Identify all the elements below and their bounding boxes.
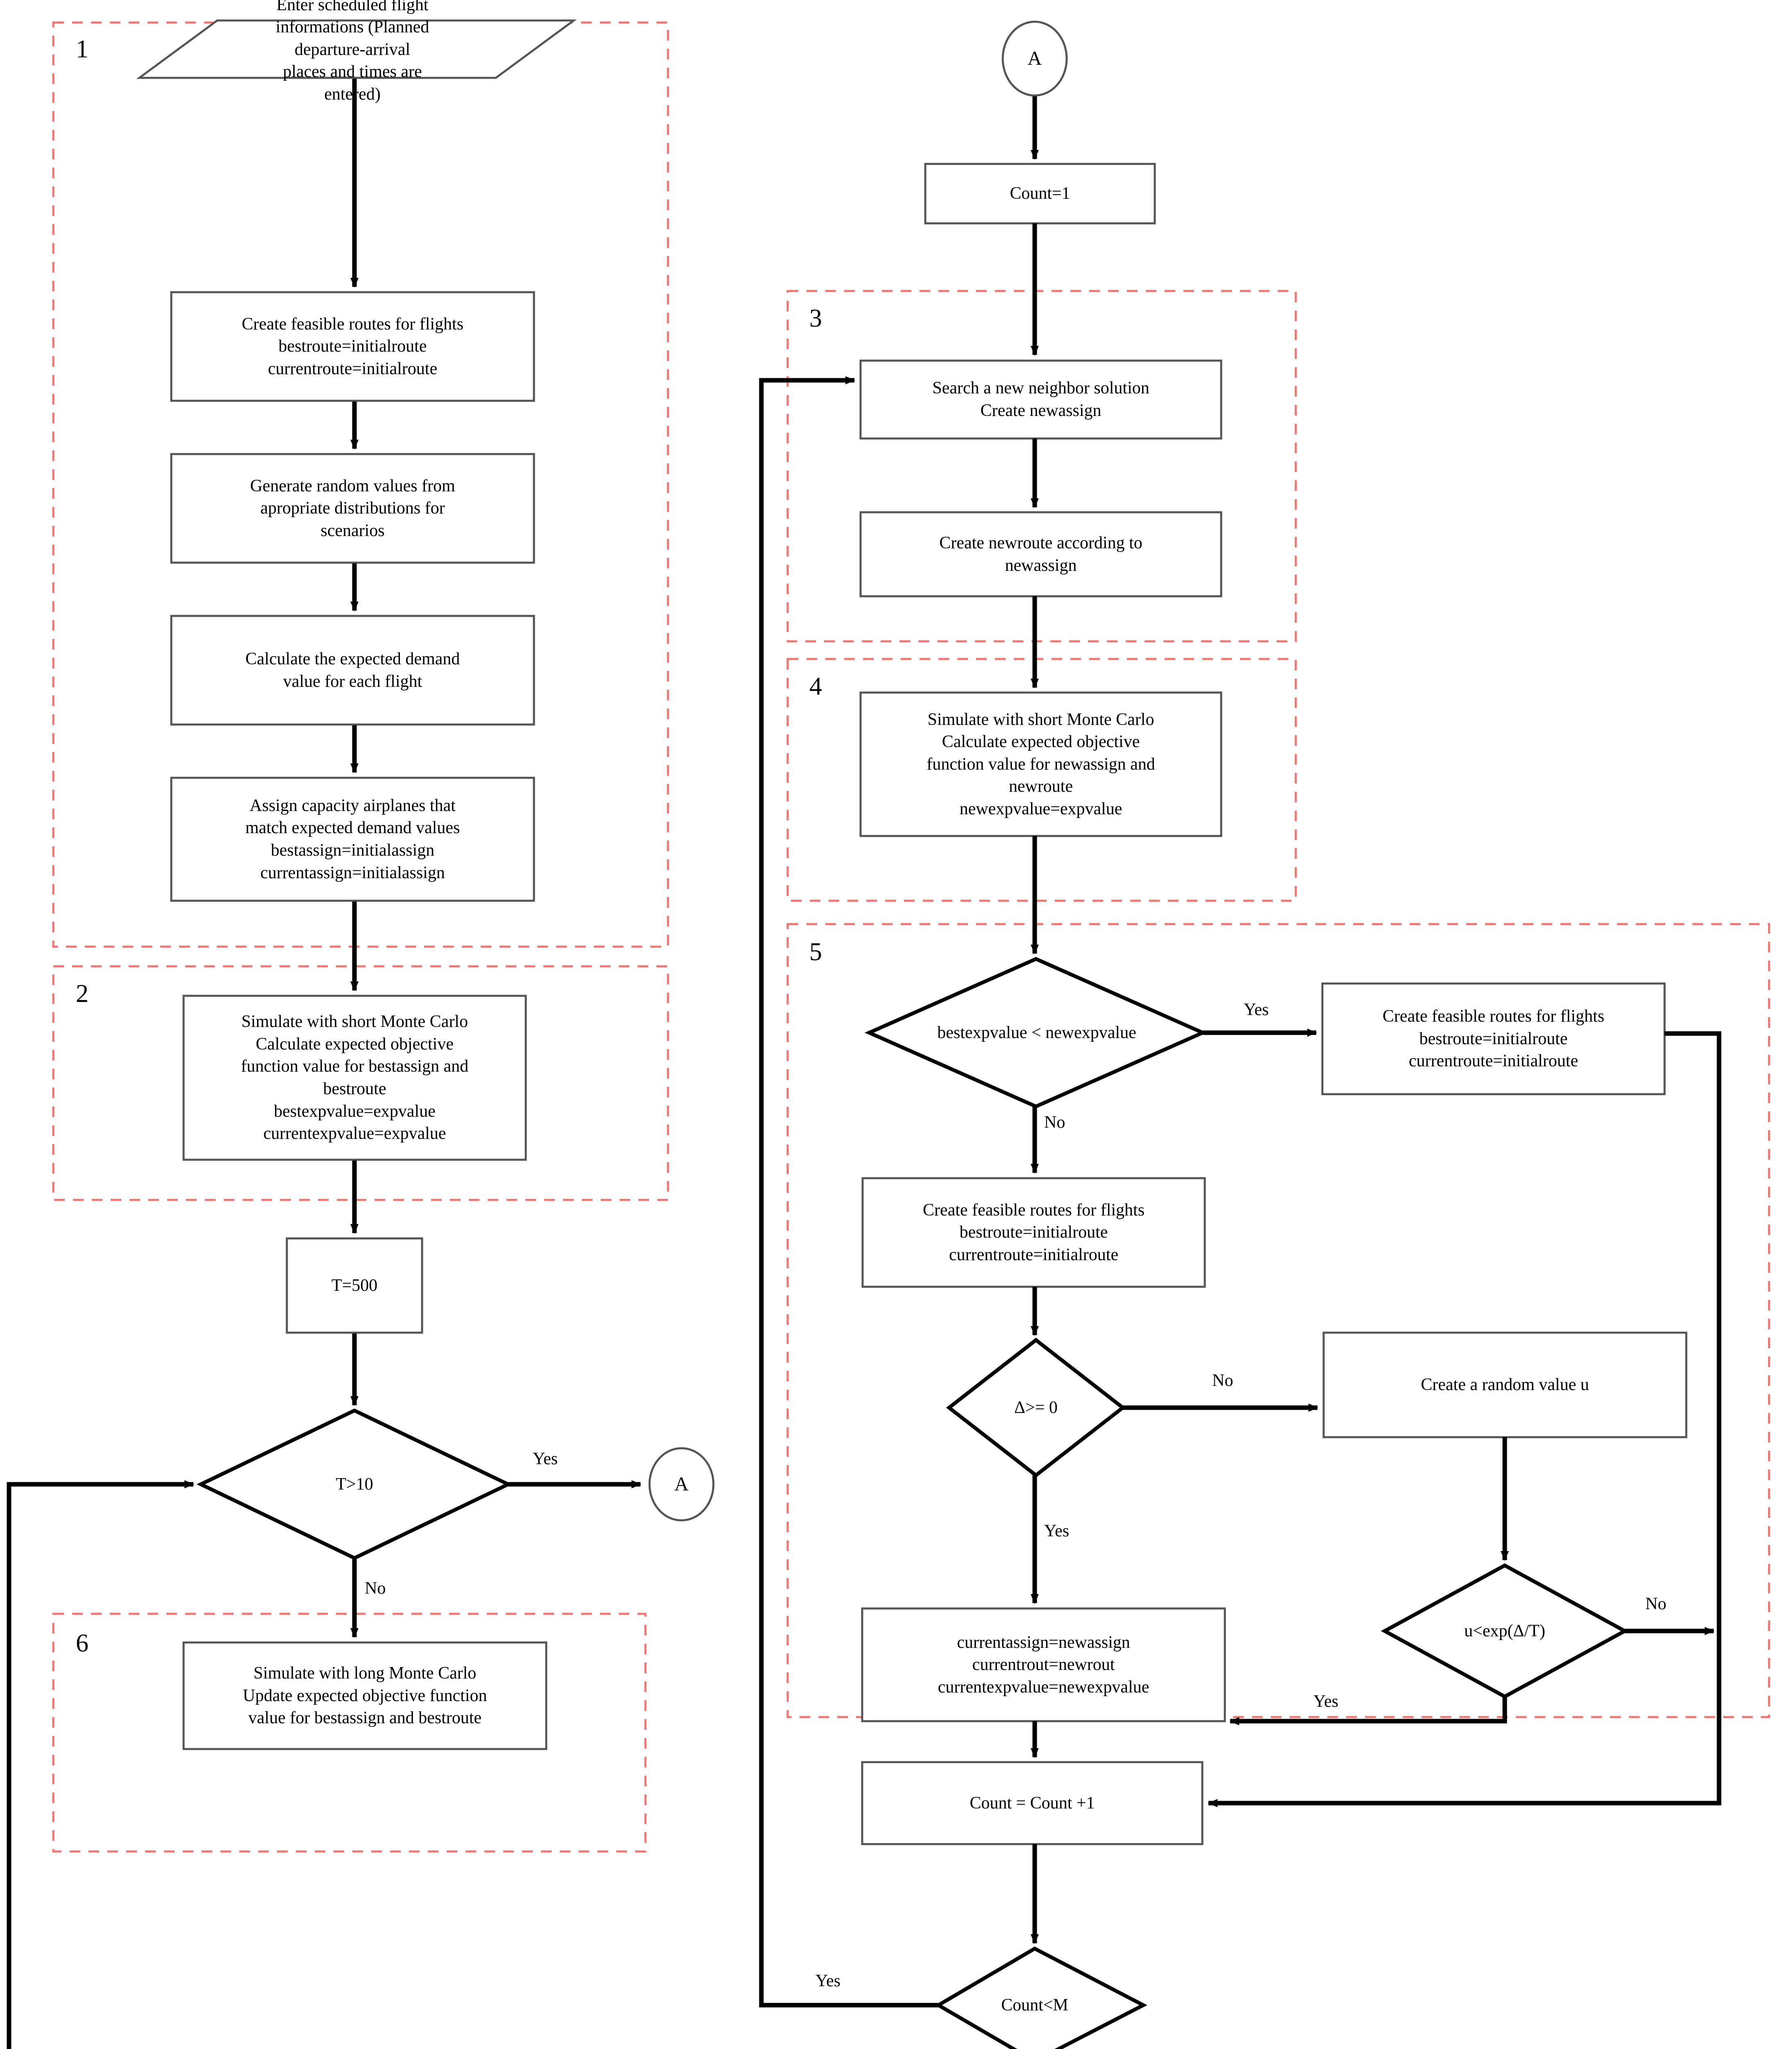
node-cmp-expvalue [864, 957, 1208, 1109]
node-u-lt-exp [1381, 1563, 1629, 1699]
edge-label-cmp-yes: Yes [1244, 1000, 1269, 1019]
node-create-routes-yes [1321, 982, 1666, 1095]
edge-label-u-yes: Yes [1313, 1692, 1339, 1711]
node-calc-demand [170, 615, 535, 726]
group-number-3: 3 [809, 304, 822, 332]
edge-label-count-yes: Yes [815, 1972, 841, 1990]
group-number-5: 5 [809, 938, 822, 966]
node-connector-a-right [648, 1447, 715, 1522]
group-box-5 [786, 923, 1770, 1718]
edge-countltm-yes-to-search [759, 376, 938, 2008]
group-box-4 [786, 658, 1297, 902]
group-box-3 [786, 290, 1297, 643]
node-count-init [924, 163, 1156, 225]
node-delta-ge-0 [946, 1338, 1126, 1478]
node-t-gt-10 [196, 1408, 513, 1560]
node-create-routes-no [861, 1177, 1206, 1288]
group-number-2: 2 [76, 980, 89, 1008]
group-number-4: 4 [809, 672, 822, 700]
node-count-lt-m [935, 1946, 1147, 2049]
node-count-inc [861, 1761, 1204, 1845]
edge-cooldown-feedback-loop [7, 1480, 194, 2049]
edge-label-delta-yes: Yes [1044, 1522, 1070, 1540]
node-search-neighbor [859, 359, 1222, 440]
node-create-routes-1 [170, 291, 535, 402]
node-simulate-long [182, 1641, 547, 1750]
edge-label-u-no: No [1645, 1595, 1667, 1613]
edge-label-t-gt-10-yes: Yes [533, 1449, 558, 1468]
node-create-newroute [859, 511, 1222, 597]
edge-label-t-gt-10-no: No [365, 1579, 386, 1598]
node-generate-random [170, 453, 535, 564]
group-box-2 [52, 965, 669, 1201]
group-number-1: 1 [76, 35, 89, 63]
node-create-random-u [1322, 1331, 1688, 1438]
node-input-flight [136, 19, 577, 79]
node-accept-current [861, 1607, 1226, 1722]
edge-label-cmp-no: No [1044, 1113, 1065, 1132]
group-number-6: 6 [76, 1629, 89, 1657]
edge-right-rail-to-countinc [1208, 1031, 1722, 1807]
node-simulate-short-best [182, 995, 527, 1161]
edge-ultexp-yes-to-accept [1229, 1697, 1507, 1725]
node-simulate-short-new [859, 691, 1222, 837]
edge-label-delta-no: No [1212, 1371, 1233, 1390]
node-t-init [286, 1237, 423, 1334]
node-assign-capacity [170, 777, 535, 902]
node-connector-a-top [1002, 20, 1068, 97]
